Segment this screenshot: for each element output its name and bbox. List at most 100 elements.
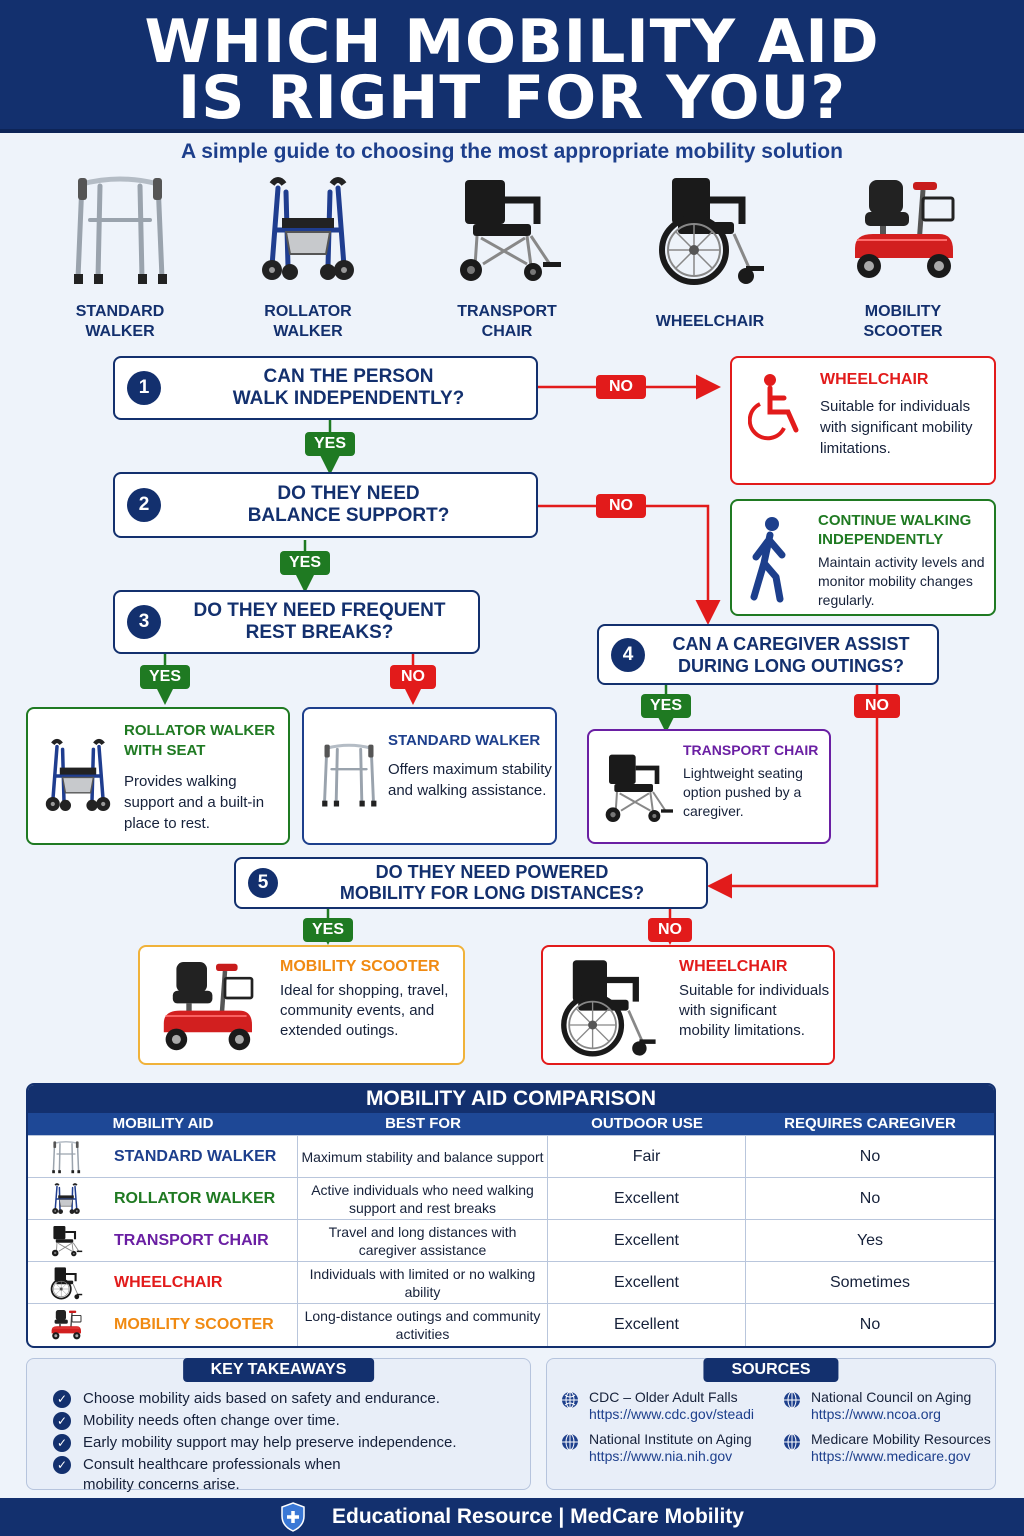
question-line: MOBILITY FOR LONG DISTANCES? [339, 883, 645, 903]
result-title: TRANSPORT CHAIR [683, 742, 819, 758]
result-description: Lightweight seating option pushed by a c… [683, 765, 803, 819]
result-wheelchair-bottom-card: WHEELCHAIR Suitable for individuals with… [541, 945, 835, 1065]
no-tag: NO [390, 665, 436, 689]
medical-shield-icon [281, 1502, 305, 1532]
globe-icon [784, 1391, 800, 1409]
aid-name: MOBILITY SCOOTER [114, 1315, 274, 1333]
table-row: STANDARD WALKER Maximum stability and ba… [28, 1135, 994, 1178]
no-tag: NO [854, 694, 900, 718]
panel-title: SOURCES [703, 1358, 839, 1382]
checkmark-icon: ✓ [53, 1434, 71, 1452]
source-name: National Institute on Aging [589, 1431, 752, 1447]
walker-icon [60, 170, 180, 290]
outdoor-cell: Fair [548, 1135, 746, 1178]
globe-icon [562, 1433, 578, 1451]
result-description: Provides walking support and a built-in … [124, 773, 265, 832]
result-description: Suitable for individuals with significan… [679, 982, 830, 1039]
source-link[interactable]: https://www.cdc.gov/steadi [589, 1406, 754, 1422]
gallery-label: WALKER [85, 323, 155, 340]
gallery-label: MOBILITY [864, 303, 942, 320]
caregiver-cell: No [859, 1189, 881, 1207]
gallery-transport-chair: TRANSPORT CHAIR [432, 170, 582, 345]
wheelchair-icon [650, 170, 770, 290]
source-name: National Council on Aging [811, 1389, 972, 1405]
rollator-icon [248, 170, 368, 290]
takeaway-item: ✓ Early mobility support may help preserv… [53, 1433, 523, 1453]
takeaway-text: Early mobility support may help preserve… [83, 1434, 457, 1451]
question-line: CAN A CAREGIVER ASSIST [672, 633, 910, 654]
result-title: MOBILITY SCOOTER [280, 958, 440, 975]
walking-person-icon [750, 517, 786, 603]
column-header: BEST FOR [385, 1115, 461, 1132]
footer-text: Educational Resource | MedCare Mobility [332, 1505, 744, 1528]
no-tag: NO [596, 494, 646, 518]
yes-tag: YES [641, 694, 691, 718]
question-line: WALK INDEPENDENTLY? [232, 388, 465, 409]
yes-tag: YES [280, 551, 330, 575]
question-line: BALANCE SUPPORT? [247, 505, 450, 526]
step-number: 5 [248, 868, 278, 898]
takeaway-text: Mobility needs often change over time. [83, 1412, 340, 1429]
caregiver-cell: Yes [856, 1231, 884, 1249]
result-description: Ideal for shopping, travel, community ev… [280, 982, 449, 1039]
result-description: Offers maximum stability and walking ass… [388, 761, 552, 799]
step-number: 2 [127, 488, 161, 522]
aid-name: ROLLATOR WALKER [114, 1189, 276, 1207]
source-link[interactable]: https://www.ncoa.org [811, 1406, 941, 1422]
panel-title: KEY TAKEAWAYS [182, 1358, 375, 1382]
rollator-icon [48, 1181, 84, 1217]
title-line-2: IS RIGHT FOR YOU? [177, 63, 847, 133]
result-mobility-scooter-card: MOBILITY SCOOTER Ideal for shopping, tra… [138, 945, 465, 1065]
step-number: 3 [127, 605, 161, 639]
question-line: DURING LONG OUTINGS? [678, 655, 904, 676]
question-line: REST BREAKS? [245, 622, 394, 643]
checkmark-icon: ✓ [53, 1412, 71, 1430]
result-title: CONTINUE WALKING INDEPENDENTLY [818, 512, 972, 548]
caregiver-cell: No [859, 1147, 881, 1165]
rollator-icon [36, 721, 120, 831]
aid-name: TRANSPORT CHAIR [114, 1231, 269, 1249]
gallery-label: WHEELCHAIR [655, 313, 765, 330]
table-row: WHEELCHAIR Individuals with limited or n… [28, 1261, 994, 1304]
subtitle: A simple guide to choosing the most appr… [181, 140, 843, 163]
gallery-label: WALKER [273, 323, 343, 340]
best-for-cell: Active individuals who need walking supp… [298, 1177, 548, 1220]
gallery-wheelchair: WHEELCHAIR [635, 170, 785, 345]
best-for-cell: Individuals with limited or no walking a… [298, 1261, 548, 1304]
result-rollator-card: ROLLATOR WALKER WITH SEAT Provides walki… [26, 707, 290, 845]
question-line: CAN THE PERSON [263, 366, 434, 387]
gallery-label: TRANSPORT [457, 303, 557, 320]
source-link[interactable]: https://www.medicare.gov [811, 1448, 971, 1464]
result-transport-chair-card: TRANSPORT CHAIR Lightweight seating opti… [587, 729, 831, 844]
aid-name: STANDARD WALKER [114, 1147, 277, 1165]
table-row: TRANSPORT CHAIR Travel and long distance… [28, 1219, 994, 1262]
source-link[interactable]: https://www.nia.nih.gov [589, 1448, 733, 1464]
result-title: WHEELCHAIR [820, 371, 929, 388]
checkmark-icon: ✓ [53, 1456, 71, 1474]
gallery-label: CHAIR [481, 323, 533, 340]
yes-tag: YES [303, 918, 353, 942]
header-banner: WHICH MOBILITY AID IS RIGHT FOR YOU? [0, 0, 1024, 133]
source-name: Medicare Mobility Resources [811, 1431, 991, 1447]
walker-icon [48, 1139, 84, 1175]
transport-chair-icon [447, 170, 567, 290]
table-row: MOBILITY SCOOTER Long-distance outings a… [28, 1303, 994, 1346]
result-description: Suitable for individuals with significan… [820, 398, 973, 457]
no-tag: NO [596, 375, 646, 399]
outdoor-cell: Excellent [548, 1177, 746, 1220]
column-header: MOBILITY AID [112, 1115, 214, 1132]
aid-name: WHEELCHAIR [114, 1273, 223, 1291]
result-description: Maintain activity levels and monitor mob… [818, 554, 985, 608]
